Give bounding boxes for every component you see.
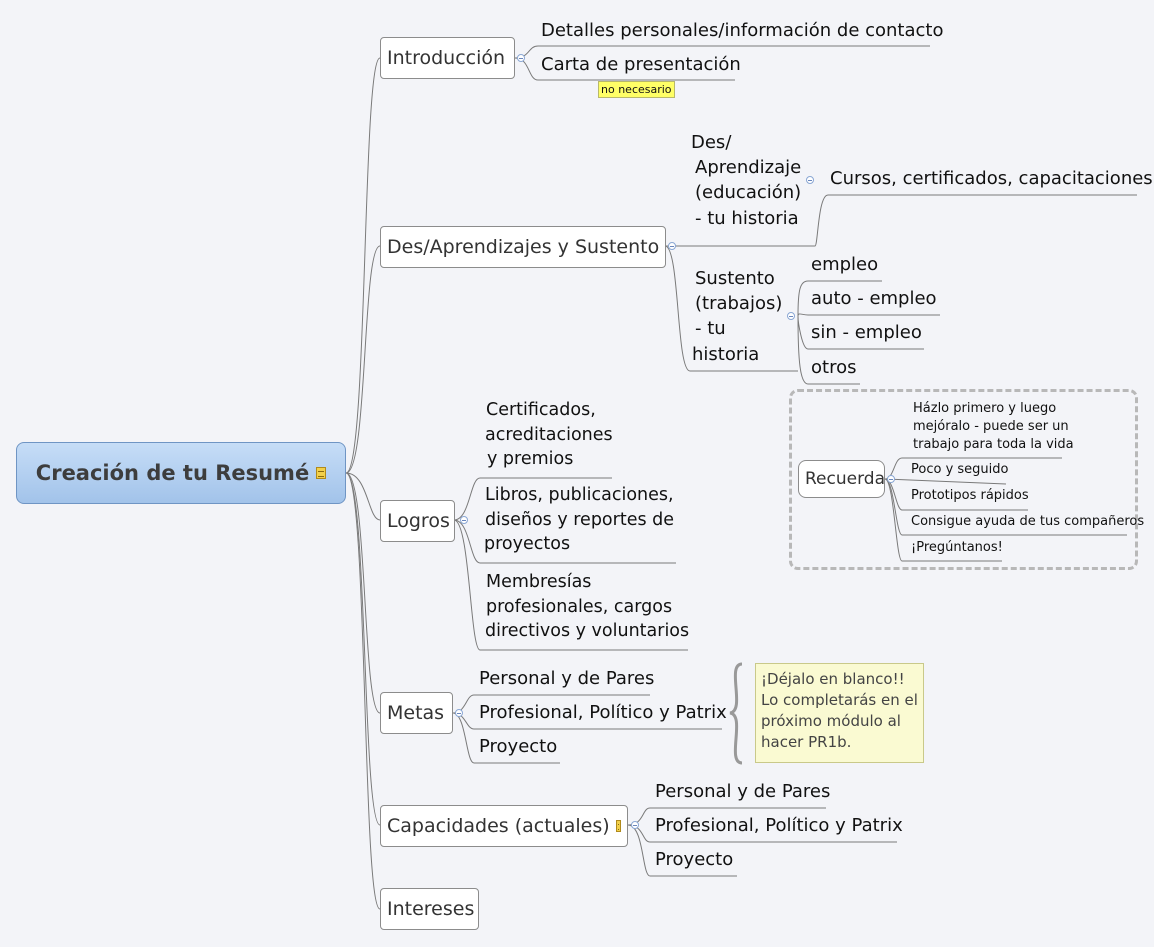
topic-label-no-necesario: no necesario: [598, 81, 675, 98]
subtopic-educacion-line: (educación): [695, 182, 802, 204]
logros-item-line: Libros, publicaciones,: [485, 485, 674, 505]
subtopic-educacion-line: Des/: [691, 132, 732, 153]
logros-item-membresias[interactable]: Membresías profesionales, cargos directi…: [485, 570, 689, 644]
topic-logros[interactable]: Logros: [380, 500, 455, 542]
topic-capacidades-label: Capacidades (actuales): [387, 815, 610, 837]
logros-item-line: Certificados,: [486, 400, 596, 420]
recuerda-item-poco[interactable]: Poco y seguido: [911, 462, 1009, 477]
topic-metas-label: Metas: [387, 702, 445, 724]
collapse-toggle-metas[interactable]: [455, 709, 463, 717]
boundary-recuerda: [789, 389, 1138, 570]
logros-item-line: diseños y reportes de: [485, 509, 675, 530]
topic-aprendizajes-label: Des/Aprendizajes y Sustento: [387, 236, 660, 258]
note-icon[interactable]: [615, 820, 621, 832]
collapse-toggle-sustento[interactable]: [787, 312, 795, 320]
recuerda-item-ayuda[interactable]: Consigue ayuda de tus compañeros: [911, 514, 1145, 529]
collapse-toggle-educacion[interactable]: [806, 176, 814, 184]
subtopic-sustento[interactable]: Sustento (trabajos) - tu historia: [692, 266, 782, 367]
logros-item-line: Membresías: [486, 572, 592, 592]
floating-topic-recuerda-label: Recuerda: [805, 469, 885, 489]
subtopic-otros[interactable]: otros: [811, 357, 857, 378]
topic-logros-label: Logros: [387, 510, 450, 532]
logros-item-certificados[interactable]: Certificados, acreditaciones y premios: [485, 398, 613, 472]
central-topic[interactable]: Creación de tu Resumé: [16, 442, 346, 504]
logros-item-line: directivos y voluntarios: [485, 621, 690, 641]
floating-topic-recuerda[interactable]: Recuerda: [798, 460, 885, 498]
capacidades-item-personal[interactable]: Personal y de Pares: [655, 781, 831, 802]
recuerda-item-line: mejóralo - puede ser un: [913, 419, 1069, 434]
collapse-toggle-aprendizajes[interactable]: [668, 242, 676, 250]
subtopic-sustento-line: Sustento: [695, 268, 775, 289]
summary-brace: [729, 662, 743, 765]
recuerda-item-prototipos[interactable]: Prototipos rápidos: [911, 488, 1029, 503]
summary-note[interactable]: ¡Déjalo en blanco!! Lo completarás en el…: [755, 663, 924, 763]
subtopic-educacion-line: Aprendizaje: [695, 157, 802, 179]
metas-item-proyecto[interactable]: Proyecto: [479, 736, 558, 757]
subtopic-sustento-line: historia: [692, 343, 760, 365]
topic-intereses-label: Intereses: [387, 898, 475, 920]
collapse-toggle-logros[interactable]: [460, 516, 468, 524]
metas-item-personal[interactable]: Personal y de Pares: [479, 668, 655, 689]
topic-metas[interactable]: Metas: [380, 692, 453, 734]
collapse-toggle-capacidades[interactable]: [631, 821, 639, 829]
subtopic-sin-empleo[interactable]: sin - empleo: [811, 322, 922, 343]
capacidades-item-proyecto[interactable]: Proyecto: [655, 849, 734, 870]
subtopic-auto-empleo[interactable]: auto - empleo: [811, 288, 937, 309]
logros-item-libros[interactable]: Libros, publicaciones, diseños y reporte…: [484, 483, 675, 557]
recuerda-item-line: trabajo para toda la vida: [913, 437, 1074, 452]
capacidades-item-profesional[interactable]: Profesional, Político y Patrix: [655, 815, 903, 836]
collapse-toggle-introduccion[interactable]: [517, 54, 525, 62]
central-topic-label: Creación de tu Resumé: [35, 461, 310, 485]
recuerda-item-line: Házlo primero y luego: [913, 401, 1057, 416]
recuerda-item-preguntanos[interactable]: ¡Pregúntanos!: [911, 540, 1003, 555]
subtopic-educacion-line: - tu historia: [695, 207, 799, 229]
topic-introduccion[interactable]: Introducción: [380, 37, 515, 79]
subtopic-sustento-line: - tu: [695, 318, 726, 340]
topic-aprendizajes[interactable]: Des/Aprendizajes y Sustento: [380, 226, 666, 268]
note-icon[interactable]: [316, 467, 327, 479]
subtopic-educacion[interactable]: Des/ Aprendizaje (educación) - tu histor…: [690, 130, 801, 231]
topic-introduccion-label: Introducción: [387, 47, 506, 69]
subtopic-detalles[interactable]: Detalles personales/información de conta…: [541, 20, 944, 41]
recuerda-item-hazlo[interactable]: Házlo primero y luego mejóralo - puede s…: [913, 400, 1074, 454]
subtopic-cursos[interactable]: Cursos, certificados, capacitaciones: [830, 168, 1153, 189]
logros-item-line: profesionales, cargos: [486, 596, 673, 617]
subtopic-sustento-line: (trabajos): [695, 293, 783, 315]
topic-intereses[interactable]: Intereses: [380, 888, 479, 930]
logros-item-line: y premios: [487, 449, 574, 469]
subtopic-carta[interactable]: Carta de presentación: [541, 54, 741, 75]
logros-item-line: proyectos: [484, 534, 571, 554]
topic-capacidades[interactable]: Capacidades (actuales): [380, 805, 628, 847]
subtopic-empleo[interactable]: empleo: [811, 254, 879, 275]
metas-item-profesional[interactable]: Profesional, Político y Patrix: [479, 702, 727, 723]
collapse-toggle-recuerda[interactable]: [887, 475, 895, 483]
logros-item-line: acreditaciones: [485, 424, 613, 445]
